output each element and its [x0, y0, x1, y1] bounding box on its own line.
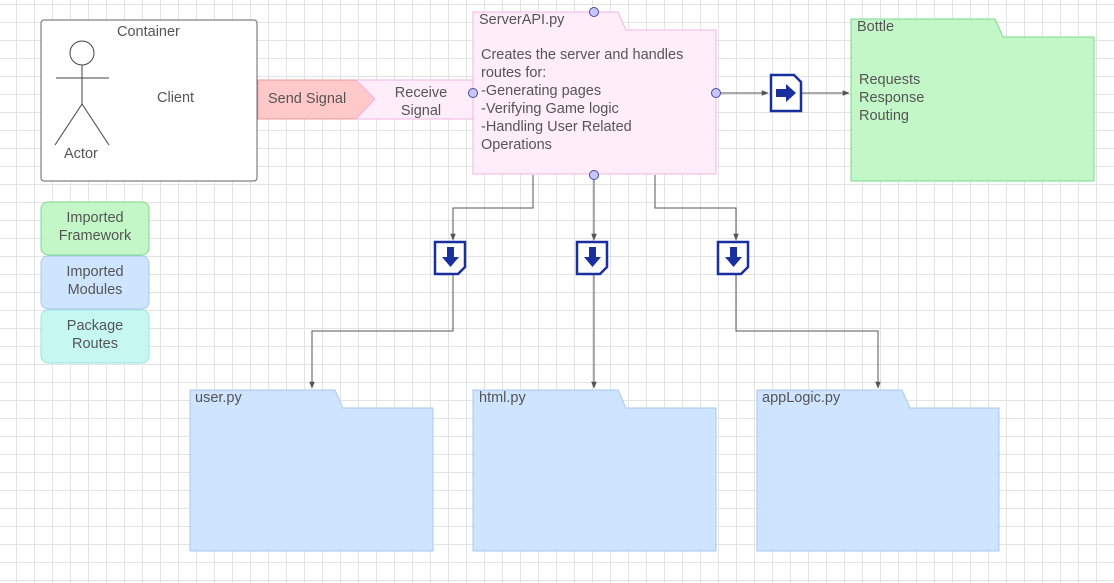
legend-routes-label: Package Routes [66, 318, 124, 352]
receive-signal-label: Receive Signal [394, 85, 448, 119]
actor-icon [54, 40, 110, 146]
legend-framework-label: Imported Framework [58, 210, 132, 244]
document-arrow-down-icon [716, 240, 750, 276]
connector-icon-to-applogic [735, 274, 881, 389]
client-label: Client [157, 90, 195, 106]
connector-server-to-user-icon [450, 175, 534, 241]
connector-dot-bottom[interactable] [589, 170, 599, 180]
connector-server-to-applogic-icon [654, 175, 739, 241]
connector-icon-to-user [309, 274, 454, 389]
html-py-tab-label: html.py [479, 390, 526, 406]
legend-modules-label: Imported Modules [66, 264, 124, 298]
legend-routes-box[interactable] [40, 309, 150, 364]
applogic-py-folder[interactable] [756, 389, 1000, 552]
server-api-description: Creates the server and handles routes fo… [481, 47, 684, 153]
bottle-body-text: Requests Response Routing [859, 72, 925, 124]
container-title: Container [117, 24, 180, 40]
connector-dot-left[interactable] [468, 88, 478, 98]
legend-modules-box[interactable] [40, 255, 150, 310]
document-arrow-right-icon [769, 73, 803, 113]
legend-framework-box[interactable] [40, 201, 150, 256]
send-signal-label: Send Signal [268, 91, 347, 107]
connector-dot-top[interactable] [589, 7, 599, 17]
server-api-tab-label: ServerAPI.py [479, 12, 565, 28]
receive-signal-shape[interactable] [354, 79, 474, 120]
html-py-folder[interactable] [472, 389, 717, 552]
document-arrow-down-icon [433, 240, 467, 276]
bottle-tab-label: Bottle [857, 19, 895, 35]
bottle-folder[interactable] [850, 18, 1095, 182]
connector-dot-right[interactable] [711, 88, 721, 98]
applogic-py-tab-label: appLogic.py [762, 390, 841, 406]
server-api-folder[interactable] [472, 11, 717, 175]
actor-label: Actor [64, 146, 98, 162]
user-py-folder[interactable] [189, 389, 434, 552]
container-box[interactable] [40, 19, 258, 182]
user-py-tab-label: user.py [195, 390, 242, 406]
document-arrow-down-icon [575, 240, 609, 276]
